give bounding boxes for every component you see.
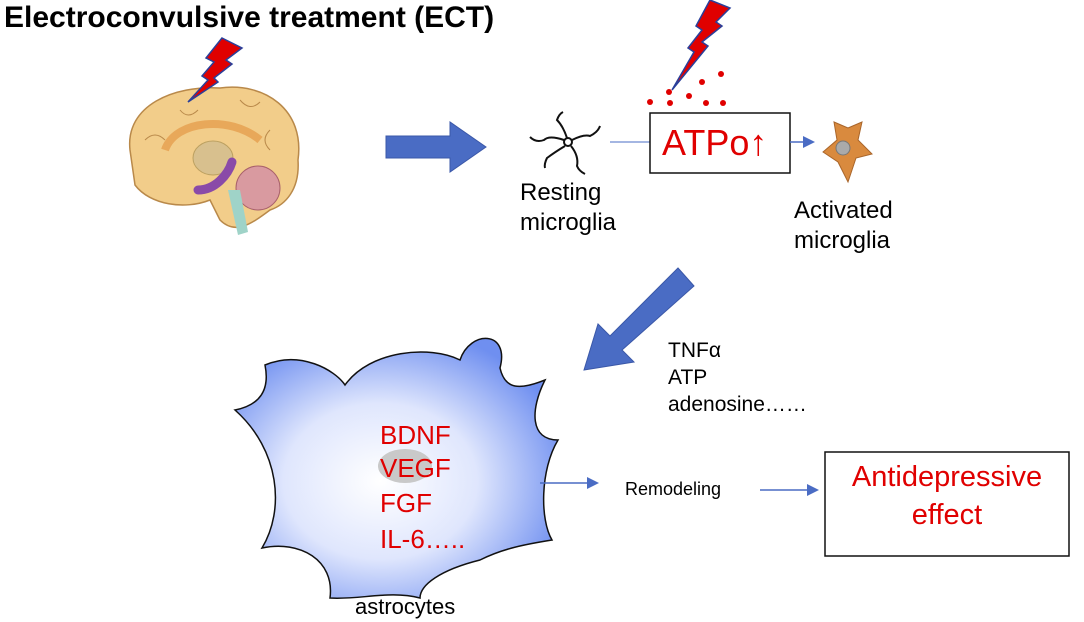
activated-label-2: microglia bbox=[794, 227, 891, 254]
mediator-adenosine: adenosine…… bbox=[668, 393, 807, 416]
resting-label-2: microglia bbox=[520, 209, 617, 236]
factor-vegf: VEGF bbox=[380, 453, 451, 483]
remodeling-label: Remodeling bbox=[625, 479, 722, 499]
resting-label-1: Resting bbox=[520, 179, 602, 206]
effect-label-2: effect bbox=[911, 499, 983, 531]
right-arrow-icon bbox=[385, 121, 487, 173]
lightning-icon bbox=[671, 0, 732, 91]
effect-box bbox=[824, 451, 1070, 557]
atp-label: ATPo↑ bbox=[662, 122, 768, 163]
nucleus bbox=[378, 449, 432, 483]
brain-illustration bbox=[129, 86, 300, 235]
effect-label-1: Antidepressive bbox=[851, 461, 1043, 493]
factor-bdnf: BDNF bbox=[380, 420, 451, 450]
atp-box bbox=[649, 112, 791, 174]
mediator-atp: ATP bbox=[668, 366, 708, 389]
factor-il6: IL-6….. bbox=[380, 524, 466, 554]
factor-fgf: FGF bbox=[380, 488, 432, 518]
lightning-icon bbox=[187, 37, 244, 103]
astrocytes-label: astrocytes bbox=[355, 594, 456, 619]
page-title: Electroconvulsive treatment (ECT) bbox=[4, 1, 495, 34]
activated-microglia-icon bbox=[822, 121, 873, 184]
atp-particles bbox=[647, 71, 726, 106]
mediator-tnf: TNFα bbox=[668, 339, 721, 362]
diagonal-arrow-icon bbox=[583, 267, 695, 371]
activated-label-1: Activated bbox=[794, 197, 893, 224]
resting-microglia-icon bbox=[529, 111, 601, 175]
